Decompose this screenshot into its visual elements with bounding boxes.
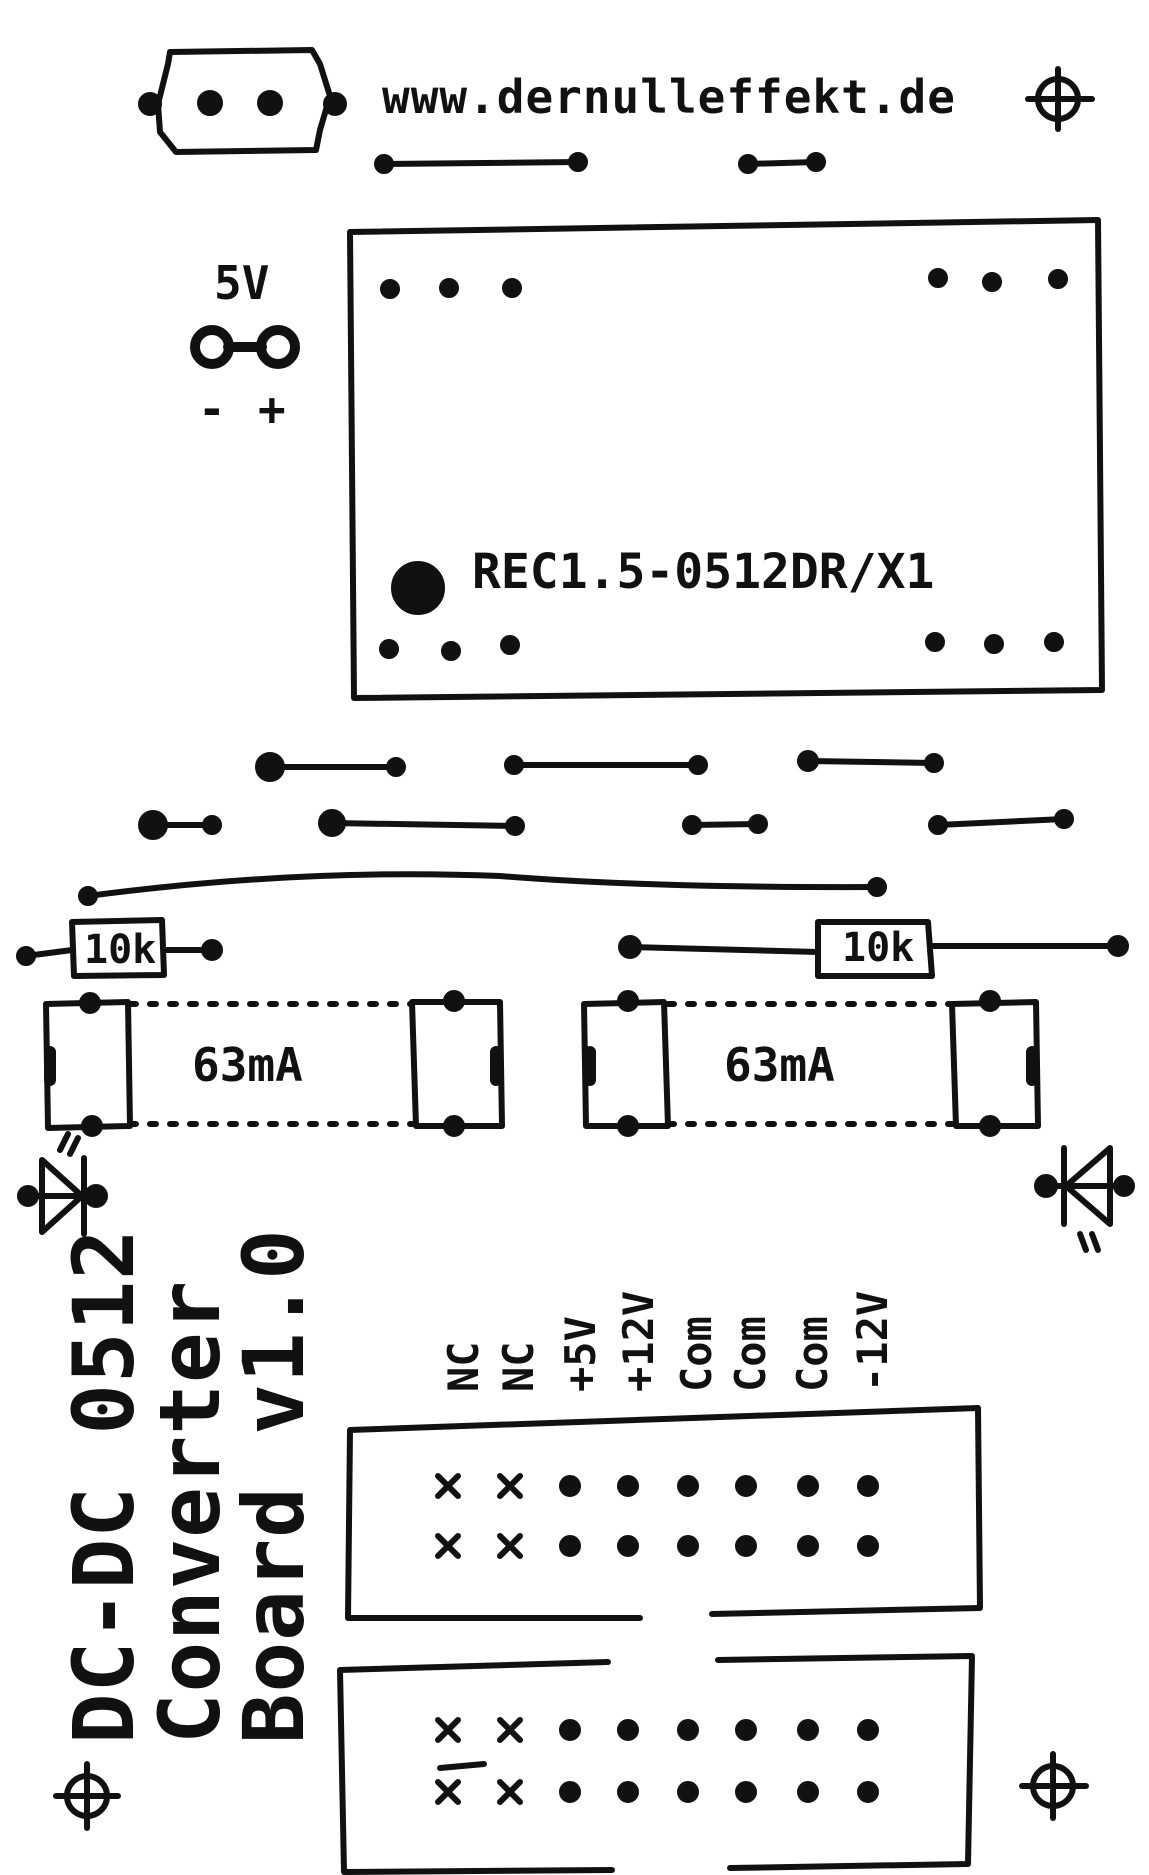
board-title-line-1: DC-DC 0512	[55, 1228, 153, 1744]
pin-dot	[617, 1719, 639, 1741]
pin-nc-cross	[497, 1717, 523, 1743]
pin-nc-cross	[435, 1533, 461, 1559]
pin-dot	[617, 1535, 639, 1557]
mounting-hole-top-right	[1025, 66, 1095, 132]
pin-dot	[797, 1781, 819, 1803]
fuse-holder-right	[581, 990, 1041, 1137]
pin-dot	[617, 1475, 639, 1497]
pin-nc-cross	[497, 1779, 523, 1805]
pin-dot	[797, 1535, 819, 1557]
header-a-pins	[435, 1473, 879, 1559]
mounting-hole-bottom-right	[1019, 1751, 1089, 1821]
pin-label-3: +5V	[556, 1316, 605, 1392]
pin-dot	[559, 1781, 581, 1803]
pin-dot	[677, 1781, 699, 1803]
pin-label-4: +12V	[614, 1290, 663, 1392]
power-minus-label: -	[198, 382, 226, 436]
top-jumpers	[374, 152, 826, 174]
pin-label-2: NC	[494, 1341, 543, 1392]
pin-nc-cross	[435, 1779, 461, 1805]
power-voltage-label: 5V	[214, 256, 270, 310]
resistor-left-label: 10k	[84, 927, 157, 973]
pin-nc-cross	[497, 1533, 523, 1559]
pin-label-6: Com	[726, 1316, 775, 1392]
website-label: www.dernulleffekt.de	[382, 70, 956, 124]
resistor-right-body	[618, 919, 1129, 979]
pin-dot	[857, 1475, 879, 1497]
pin-label-8: -12V	[848, 1290, 897, 1392]
pin-label-5: Com	[672, 1316, 721, 1392]
pin-dot	[857, 1719, 879, 1741]
power-plus-label: +	[258, 382, 286, 436]
pin-dot	[735, 1535, 757, 1557]
pin-dot	[559, 1535, 581, 1557]
pin-dot	[677, 1475, 699, 1497]
pin-nc-cross	[435, 1717, 461, 1743]
resistor-left-body	[16, 917, 223, 979]
pin-dot	[797, 1719, 819, 1741]
board-title-line-3: Board v1.0	[225, 1228, 323, 1744]
header-b-pins	[435, 1717, 879, 1805]
pin-dot	[857, 1535, 879, 1557]
pin-dot	[677, 1535, 699, 1557]
pin-dot	[735, 1719, 757, 1741]
converter-module-outline	[347, 217, 1105, 701]
pin-nc-cross	[497, 1473, 523, 1499]
pin-dot	[677, 1719, 699, 1741]
top-connector	[138, 47, 347, 155]
fuse-left-label: 63mA	[192, 1038, 303, 1092]
pin-label-1: NC	[439, 1341, 488, 1392]
idc-header-b	[337, 1653, 975, 1875]
pin-dot	[797, 1475, 819, 1497]
fuse-right-label: 63mA	[724, 1038, 835, 1092]
idc-header-a	[345, 1405, 983, 1621]
board-title-line-2: Converter	[141, 1279, 239, 1744]
pin-nc-cross	[435, 1473, 461, 1499]
pin-dot	[617, 1781, 639, 1803]
led-right-symbol	[1034, 1145, 1135, 1253]
mounting-hole-bottom-left	[53, 1761, 121, 1831]
pin-dot	[559, 1475, 581, 1497]
middle-jumpers	[78, 750, 1074, 906]
fuse-holder-left	[43, 990, 505, 1137]
pin-label-7: Com	[788, 1316, 837, 1392]
resistor-right-label: 10k	[842, 925, 915, 971]
power-jack	[190, 325, 300, 369]
pin-dot	[559, 1719, 581, 1741]
pin-dot	[735, 1781, 757, 1803]
pin-dot	[857, 1781, 879, 1803]
led-left-symbol	[17, 1131, 108, 1237]
converter-part-number: REC1.5-0512DR/X1	[472, 544, 935, 600]
pin-dot	[735, 1475, 757, 1497]
